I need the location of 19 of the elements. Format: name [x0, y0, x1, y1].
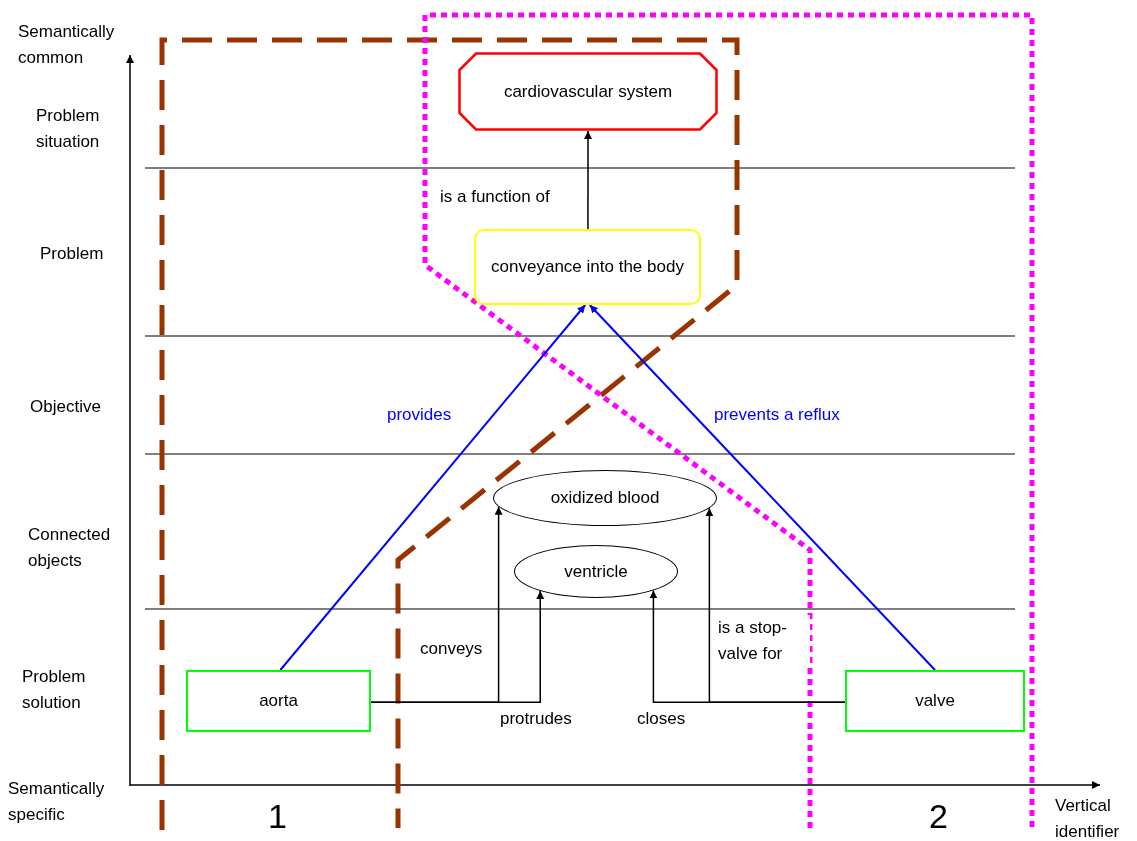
rounded-box: conveyance into the body: [474, 229, 701, 305]
axis-label: Semantically specific: [8, 778, 106, 826]
process-box: valve: [845, 670, 1025, 732]
band-label: Connected objects: [28, 524, 112, 572]
band-label: Problem situation: [36, 105, 101, 153]
arrow: [279, 304, 587, 671]
edge-label: is a stop-valve for: [718, 615, 810, 666]
arrow: [584, 130, 592, 230]
process-box: aorta: [186, 670, 371, 732]
axis-label: Semantically common: [18, 21, 116, 69]
arrow: [705, 507, 846, 703]
arrow: [370, 590, 545, 703]
region-number: 2: [929, 798, 948, 836]
axis-label: Vertical identifier: [1055, 795, 1121, 841]
arrow: [588, 304, 936, 671]
region-number: 1: [268, 798, 287, 836]
band-label: Problem: [40, 243, 105, 265]
band-label: Problem solution: [22, 666, 87, 714]
band-label: Objective: [30, 396, 102, 418]
